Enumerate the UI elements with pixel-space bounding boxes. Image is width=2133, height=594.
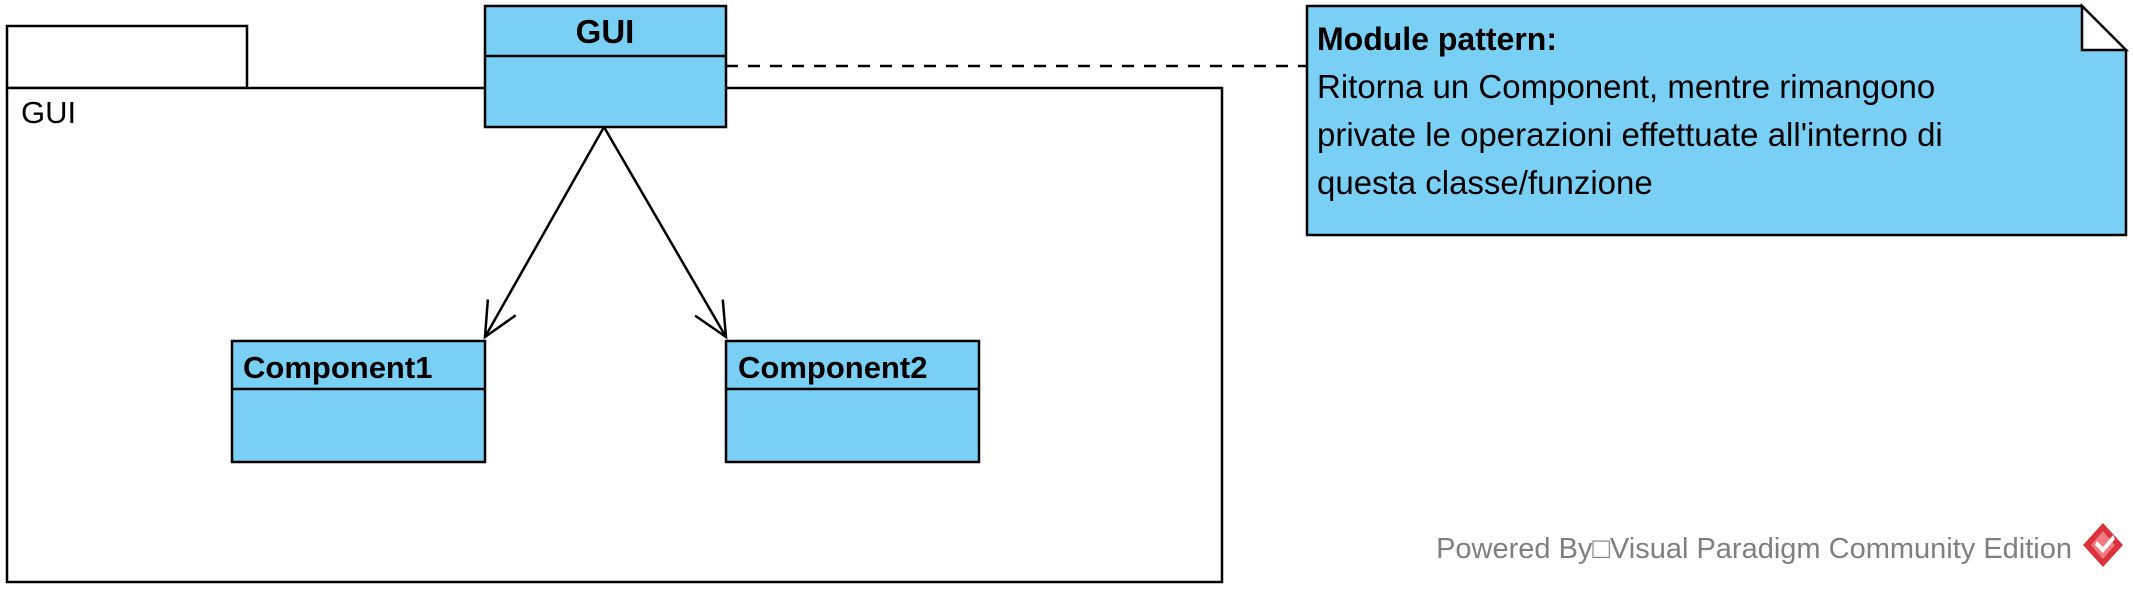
package-gui[interactable]: GUI — [5, 24, 1224, 584]
note-line-1: Ritorna un Component, mentre rimangono — [1317, 68, 1935, 105]
note-line-2: private le operazioni effettuate all'int… — [1317, 116, 1943, 153]
class-component2[interactable]: Component2 — [724, 339, 981, 464]
class-component1-box — [230, 339, 487, 464]
note-module-pattern[interactable]: Module pattern: Ritorna un Component, me… — [1305, 2, 2130, 237]
note-folded-corner — [2080, 2, 2130, 52]
note-title: Module pattern: — [1317, 21, 1557, 57]
class-gui-name: GUI — [576, 13, 635, 50]
class-component2-name: Component2 — [738, 350, 927, 385]
watermark-text: Powered By□Visual Paradigm Community Edi… — [1436, 533, 2072, 565]
association-gui-component2[interactable] — [602, 126, 728, 340]
class-component1[interactable]: Component1 — [230, 339, 487, 464]
class-gui-box — [483, 4, 728, 129]
package-tab — [5, 24, 249, 90]
associations — [483, 126, 728, 340]
association-gui-component1[interactable] — [483, 126, 606, 340]
class-component2-box — [724, 339, 981, 464]
class-gui[interactable]: GUI — [483, 4, 728, 129]
note-line-3: questa classe/funzione — [1317, 164, 1653, 201]
package-body — [5, 86, 1224, 584]
package-name: GUI — [21, 95, 76, 130]
note-body — [1305, 4, 2128, 237]
watermark: Powered By□Visual Paradigm Community Edi… — [1436, 523, 2123, 567]
visual-paradigm-logo-icon — [2083, 523, 2123, 567]
class-component1-name: Component1 — [243, 350, 432, 385]
